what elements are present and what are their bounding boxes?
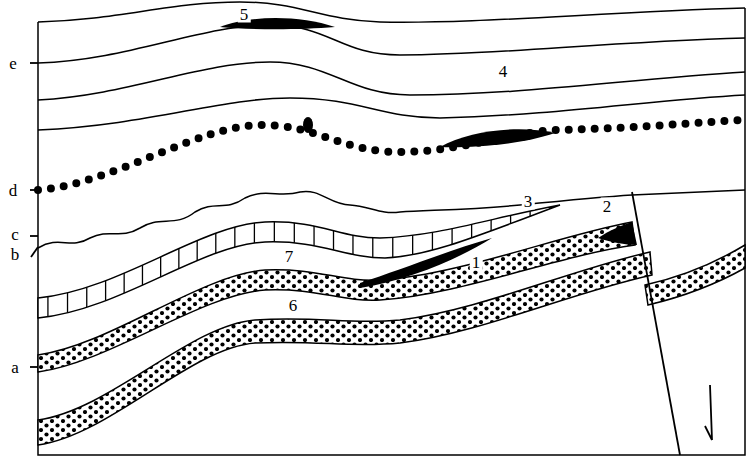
callout-number: 5: [238, 6, 251, 23]
limestone-tick: [234, 223, 235, 253]
limestone-tick: [412, 231, 413, 261]
limestone-tick: [313, 222, 314, 252]
horizon-letter: b: [9, 246, 22, 263]
limestone-tick: [451, 225, 452, 255]
limestone-tick: [160, 253, 161, 283]
section-frame: [38, 8, 745, 455]
limestone-tick: [529, 207, 530, 237]
dotted-horizon: [38, 120, 745, 190]
limestone-tick: [197, 237, 198, 267]
limestone-tick: [86, 283, 87, 313]
limestone-tick: [123, 269, 124, 299]
callout-number: 7: [283, 248, 296, 265]
layer-boundary: [38, 25, 745, 63]
limestone-tick: [490, 216, 491, 246]
oil-pool: [440, 129, 555, 147]
limestone-tick: [432, 228, 433, 258]
callout-number: 1: [470, 254, 483, 271]
limestone-tick: [352, 231, 353, 261]
layer-boundary: [38, 62, 745, 100]
horizon-letter: e: [7, 55, 19, 72]
layer-boundary: [38, 95, 745, 130]
limestone-tick: [215, 229, 216, 259]
callout-number: 6: [287, 297, 300, 314]
limestone-pattern: [48, 203, 550, 323]
horizon-letter: c: [9, 226, 21, 243]
limestone-tick: [333, 227, 334, 257]
limestone-tick: [294, 219, 295, 249]
horizon-letter: d: [7, 182, 20, 199]
fault-arrow: [705, 385, 712, 440]
limestone-tick: [142, 261, 143, 291]
limestone-tick: [372, 234, 373, 264]
oil-pool: [360, 238, 492, 288]
limestone-tick: [392, 233, 393, 263]
horizon-tick: [31, 247, 38, 257]
limestone-layer: [38, 205, 560, 318]
sandstone-layer: [645, 245, 745, 305]
limestone-tick: [178, 245, 179, 275]
oil-pool: [598, 222, 637, 245]
callout-number: 4: [497, 63, 510, 80]
limestone-tick: [510, 211, 511, 241]
limestone-tick: [274, 218, 275, 248]
horizon-tick: [30, 366, 38, 368]
oil-pool: [303, 117, 313, 133]
limestone-tick: [105, 277, 106, 307]
horizon-tick: [30, 189, 38, 191]
fault-line: [632, 192, 680, 455]
horizon-letter: a: [9, 359, 21, 376]
callout-number: 3: [522, 193, 535, 210]
ground-surface: [38, 2, 745, 22]
limestone-tick: [549, 203, 550, 233]
horizon-tick: [30, 62, 38, 64]
guide-path: [38, 205, 560, 298]
callout-number: 2: [601, 198, 614, 215]
limestone-tick: [67, 289, 68, 319]
limestone-tick: [47, 293, 48, 323]
horizon-tick: [30, 235, 38, 237]
limestone-tick: [254, 219, 255, 249]
